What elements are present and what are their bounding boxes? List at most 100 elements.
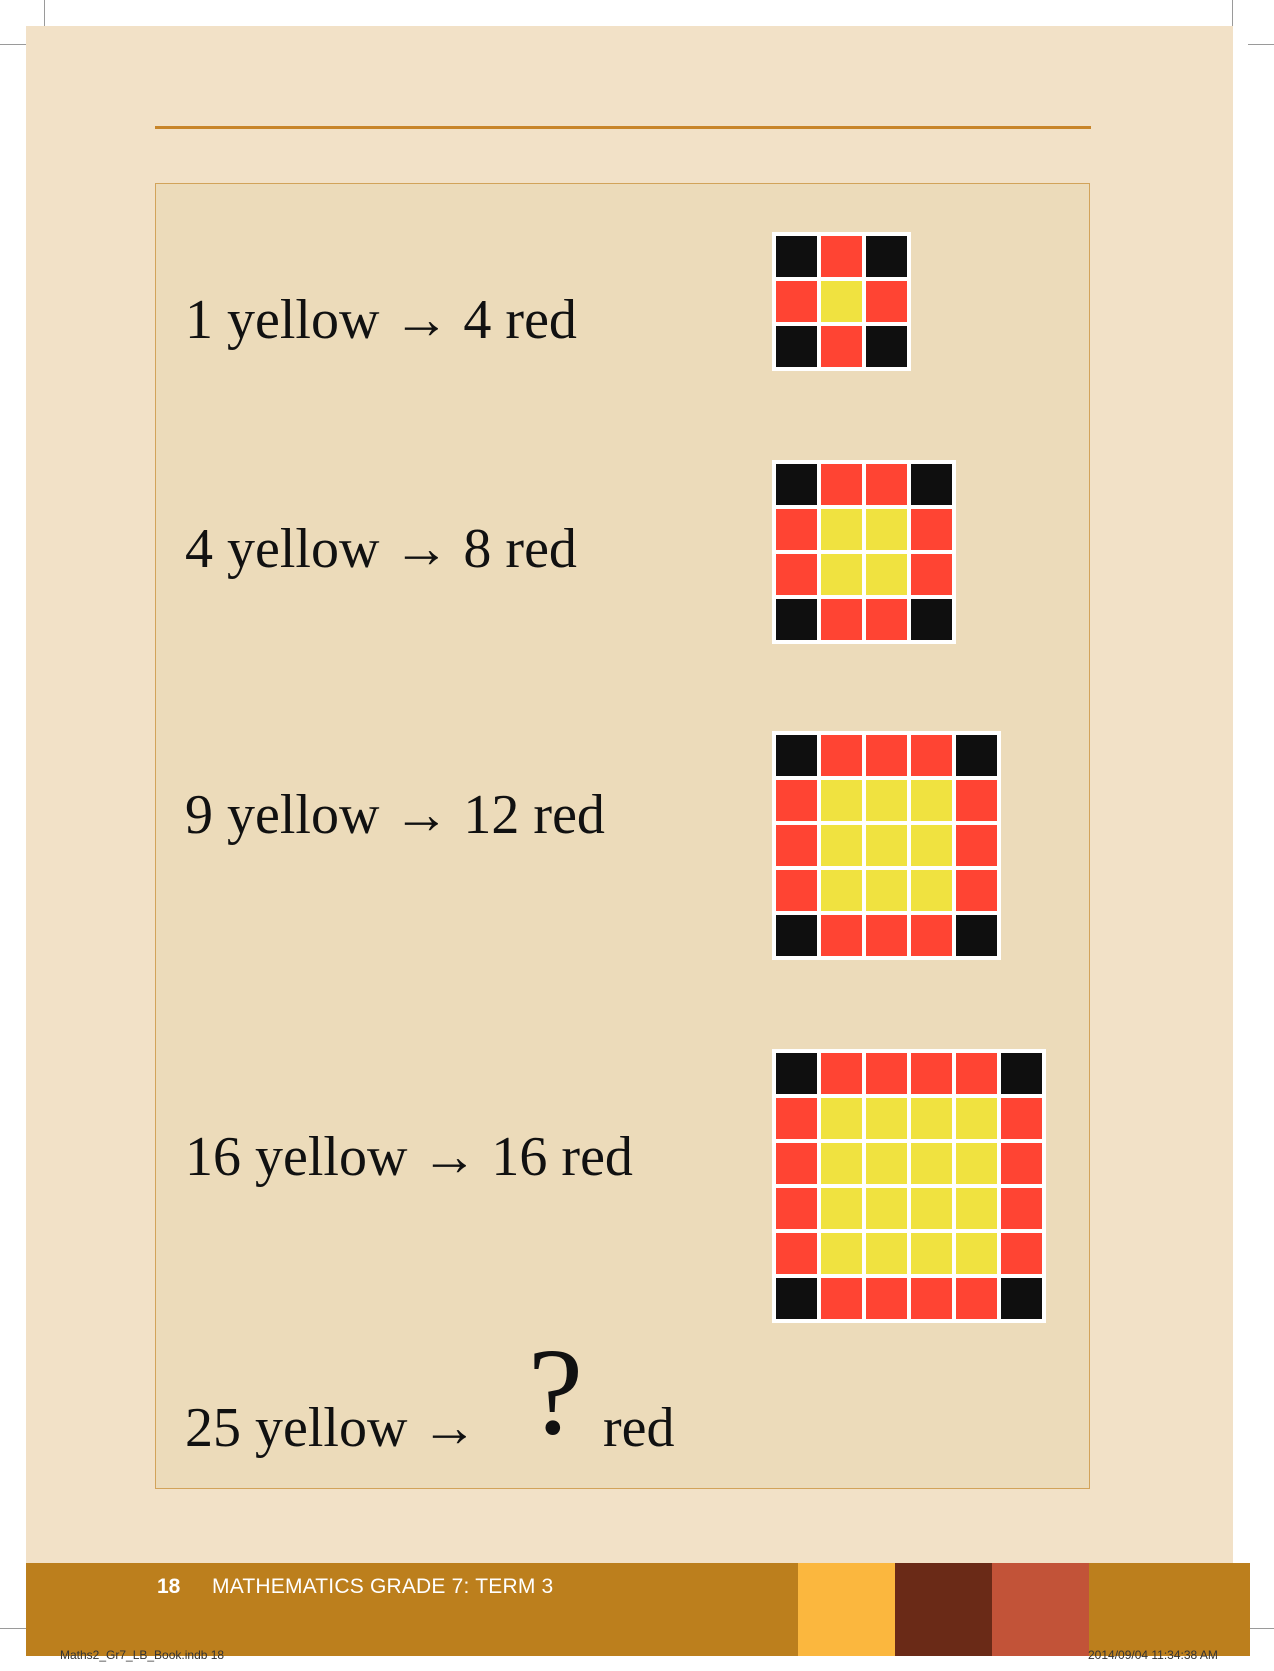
yellow-tile	[911, 780, 952, 821]
row-3-yellow: 9 yellow	[185, 784, 380, 846]
black-corner-tile	[866, 236, 907, 277]
crop-mark	[0, 1628, 26, 1629]
red-tile	[866, 735, 907, 776]
black-corner-tile	[1001, 1053, 1042, 1094]
black-corner-tile	[776, 464, 817, 505]
yellow-tile	[956, 1233, 997, 1274]
red-tile	[911, 554, 952, 595]
yellow-tile	[911, 1143, 952, 1184]
red-tile	[911, 509, 952, 550]
yellow-tile	[821, 1098, 862, 1139]
arrow-icon: →	[421, 1126, 478, 1188]
red-tile	[776, 870, 817, 911]
red-tile	[956, 1053, 997, 1094]
yellow-tile	[866, 554, 907, 595]
crop-mark	[0, 44, 26, 45]
arrow-icon: →	[393, 784, 450, 846]
color-swatch-2	[895, 1563, 992, 1656]
yellow-tile	[866, 870, 907, 911]
tile-grid-1	[772, 232, 911, 371]
black-corner-tile	[956, 915, 997, 956]
red-tile	[821, 326, 862, 367]
red-tile	[776, 281, 817, 322]
yellow-tile	[911, 870, 952, 911]
arrow-icon: →	[393, 518, 450, 580]
red-tile	[866, 464, 907, 505]
red-tile	[821, 599, 862, 640]
red-tile	[866, 1278, 907, 1319]
black-corner-tile	[956, 735, 997, 776]
red-tile	[821, 1053, 862, 1094]
black-corner-tile	[866, 326, 907, 367]
yellow-tile	[911, 1233, 952, 1274]
red-tile	[956, 870, 997, 911]
yellow-tile	[956, 1143, 997, 1184]
black-corner-tile	[776, 915, 817, 956]
red-tile	[776, 554, 817, 595]
red-tile	[776, 1233, 817, 1274]
red-tile	[911, 1278, 952, 1319]
yellow-tile	[866, 1143, 907, 1184]
tile-grid-4	[772, 1049, 1046, 1323]
red-tile	[866, 1053, 907, 1094]
question-yellow: 25 yellow	[185, 1397, 408, 1459]
tile-grid-3	[772, 731, 1001, 960]
row-2-text: 4 yellow → 8 red	[185, 521, 577, 577]
top-rule	[155, 126, 1091, 129]
yellow-tile	[866, 1188, 907, 1229]
crop-mark	[44, 0, 45, 26]
red-tile	[866, 281, 907, 322]
black-corner-tile	[776, 599, 817, 640]
page-number: 18	[157, 1575, 181, 1598]
red-tile	[776, 1188, 817, 1229]
yellow-tile	[821, 1188, 862, 1229]
slug-datetime: 2014/09/04 11:34:38 AM	[1088, 1648, 1218, 1662]
slug-file: Maths2_Gr7_LB_Book.indb 18	[60, 1648, 225, 1662]
black-corner-tile	[776, 1278, 817, 1319]
question-mark: ?	[528, 1323, 584, 1460]
arrow-icon: →	[393, 289, 450, 351]
row-4-red: 16 red	[491, 1126, 633, 1188]
yellow-tile	[956, 1098, 997, 1139]
red-tile	[821, 915, 862, 956]
footer-title: MATHEMATICS GRADE 7: TERM 3	[212, 1575, 554, 1598]
red-tile	[1001, 1188, 1042, 1229]
red-tile	[911, 735, 952, 776]
color-swatch-3	[992, 1563, 1089, 1656]
row-3-red: 12 red	[463, 784, 605, 846]
red-tile	[776, 509, 817, 550]
red-tile	[821, 735, 862, 776]
row-1-yellow: 1 yellow	[185, 289, 380, 351]
yellow-tile	[911, 1188, 952, 1229]
yellow-tile	[866, 780, 907, 821]
red-tile	[1001, 1233, 1042, 1274]
black-corner-tile	[776, 236, 817, 277]
black-corner-tile	[911, 599, 952, 640]
yellow-tile	[911, 825, 952, 866]
crop-mark	[1248, 1628, 1274, 1629]
yellow-tile	[821, 780, 862, 821]
red-tile	[956, 825, 997, 866]
black-corner-tile	[1001, 1278, 1042, 1319]
row-2-red: 8 red	[463, 518, 577, 580]
yellow-tile	[956, 1188, 997, 1229]
row-1-text: 1 yellow → 4 red	[185, 292, 577, 348]
red-tile	[776, 1098, 817, 1139]
yellow-tile	[821, 509, 862, 550]
yellow-tile	[866, 509, 907, 550]
red-tile	[821, 236, 862, 277]
yellow-tile	[821, 1143, 862, 1184]
red-tile	[1001, 1143, 1042, 1184]
yellow-tile	[911, 1098, 952, 1139]
black-corner-tile	[776, 1053, 817, 1094]
black-corner-tile	[776, 735, 817, 776]
question-red: red	[603, 1397, 675, 1459]
tile-grid-2	[772, 460, 956, 644]
crop-mark	[1248, 44, 1274, 45]
black-corner-tile	[776, 326, 817, 367]
yellow-tile	[821, 870, 862, 911]
red-tile	[911, 1053, 952, 1094]
question-text: 25 yellow →	[185, 1400, 477, 1456]
black-corner-tile	[911, 464, 952, 505]
red-tile	[1001, 1098, 1042, 1139]
